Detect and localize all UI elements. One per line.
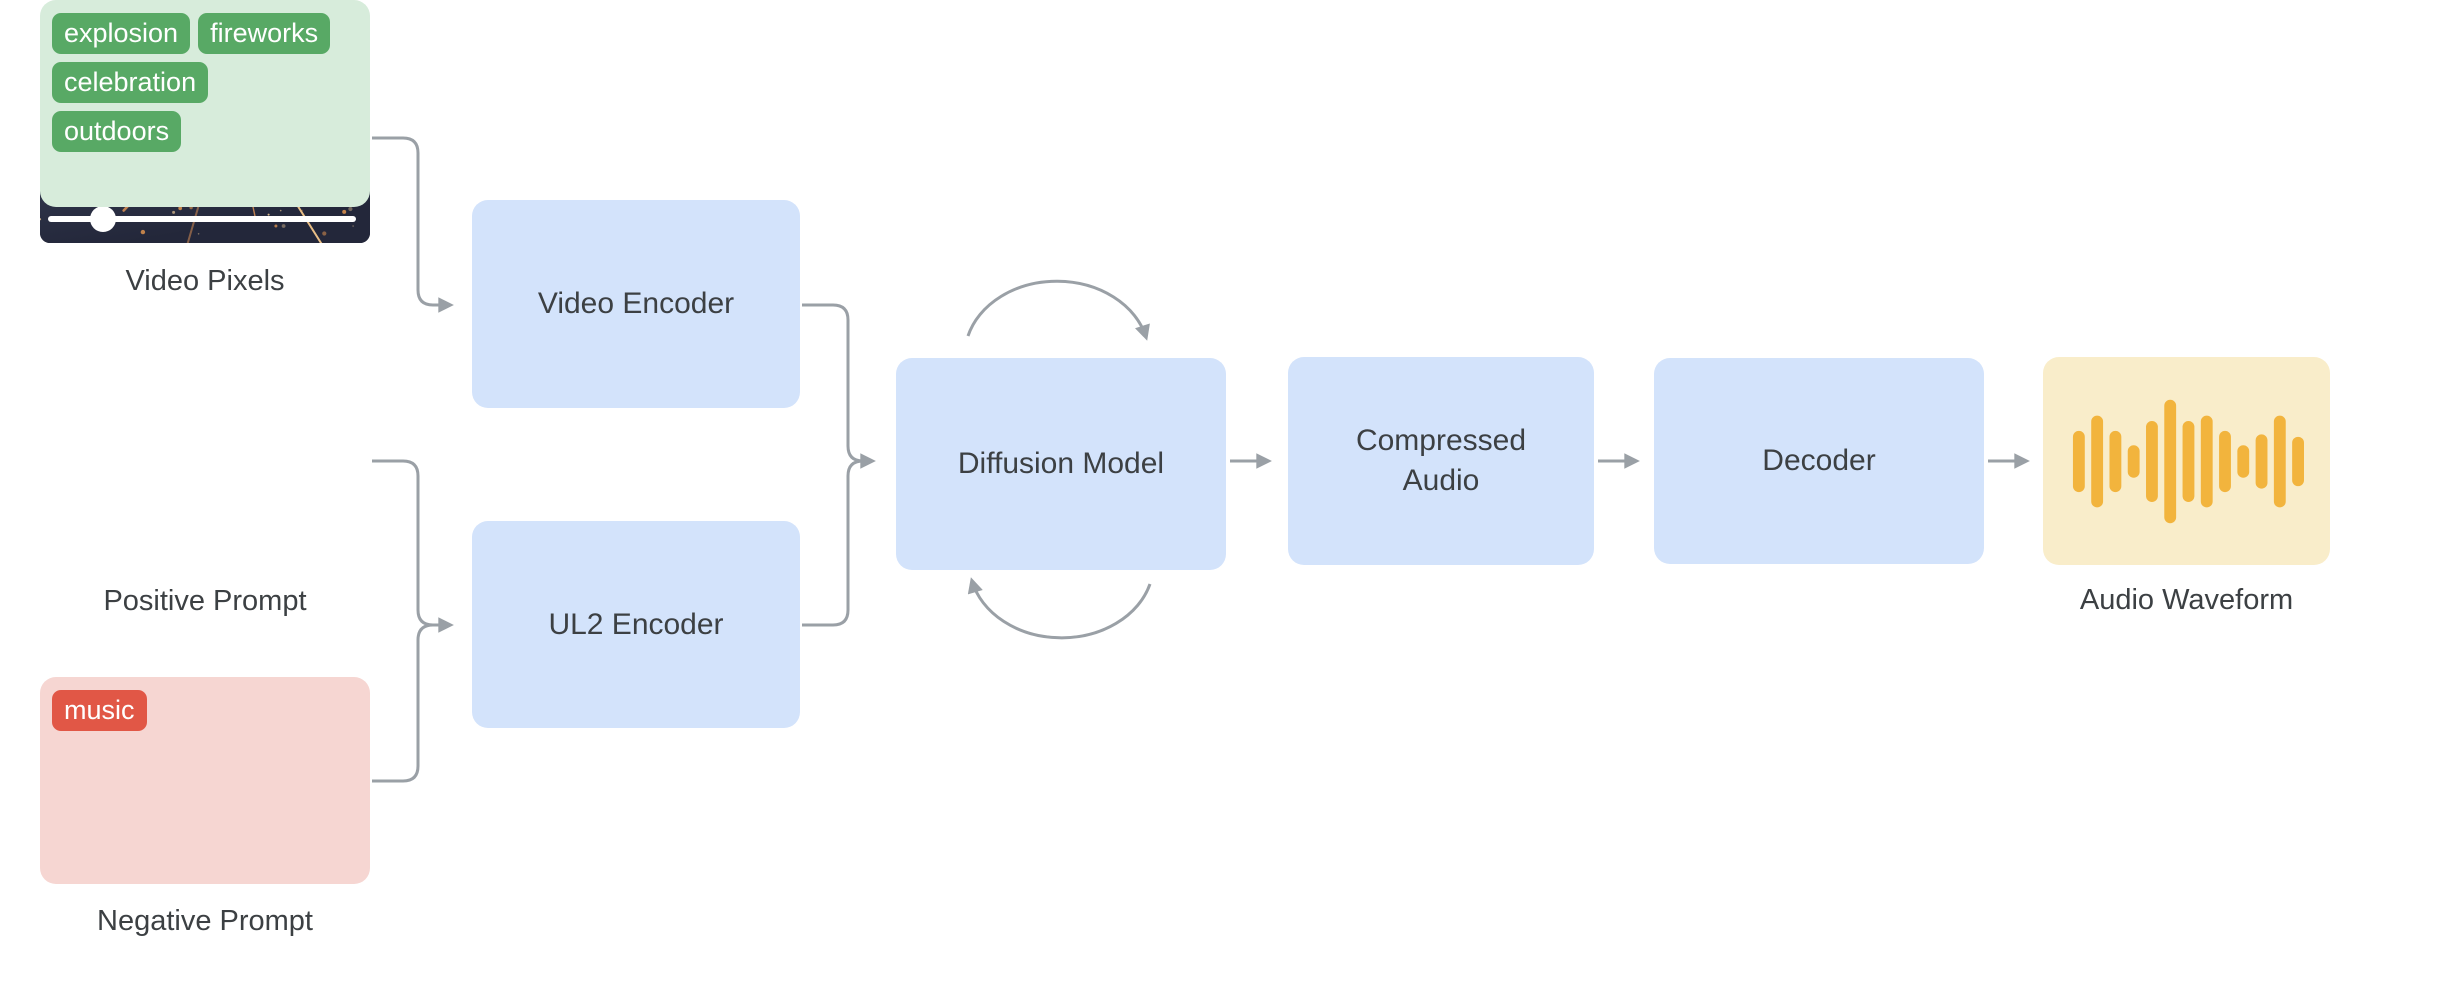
video-progress-bar bbox=[48, 206, 356, 232]
video-progress-knob bbox=[90, 206, 116, 232]
tag-row: outdoors bbox=[52, 111, 358, 152]
connector-ul2-encoder-to-diffusion bbox=[802, 459, 864, 627]
node-label: UL2 Encoder bbox=[548, 607, 724, 641]
tag-row: music bbox=[52, 690, 358, 731]
negative-prompt-box: music bbox=[40, 677, 370, 884]
prompt-tag-celebration: celebration bbox=[52, 62, 209, 103]
prompt-tag-music: music bbox=[52, 690, 147, 731]
node-compressed-audio: Compressed Audio bbox=[1288, 357, 1594, 565]
tag-row: celebration bbox=[52, 62, 358, 103]
node-decoder: Decoder bbox=[1654, 358, 1984, 564]
connector-negative-prompt-to-ul2 bbox=[372, 623, 434, 783]
audio-waveform-icon bbox=[2072, 399, 2304, 523]
node-video-encoder: Video Encoder bbox=[472, 200, 800, 408]
diffusion-loop-top-arrow bbox=[966, 279, 1150, 341]
positive-prompt-label: Positive Prompt bbox=[103, 585, 307, 617]
node-label: Diffusion Model bbox=[957, 447, 1165, 480]
prompt-tag-outdoors: outdoors bbox=[52, 111, 182, 152]
prompt-tag-explosion: explosion bbox=[52, 13, 191, 54]
audio-waveform-label: Audio Waveform bbox=[2079, 584, 2294, 616]
video-pixels-label: Video Pixels bbox=[125, 265, 285, 297]
audio-waveform-box bbox=[2043, 357, 2330, 565]
node-label: Decoder bbox=[1762, 444, 1876, 477]
node-label: Compressed Audio bbox=[1355, 424, 1527, 497]
node-diffusion-model: Diffusion Model bbox=[896, 358, 1226, 570]
connector-video-to-video-encoder bbox=[372, 136, 454, 313]
positive-prompt-box: explosion fireworks celebration outdoors bbox=[40, 0, 370, 207]
prompt-tag-fireworks: fireworks bbox=[198, 13, 331, 54]
node-label: Video Encoder bbox=[537, 287, 735, 320]
negative-prompt-label: Negative Prompt bbox=[97, 905, 313, 937]
diffusion-loop-bottom-arrow bbox=[967, 577, 1152, 640]
node-ul2-encoder: UL2 Encoder bbox=[472, 521, 800, 728]
connector-video-encoder-to-diffusion bbox=[802, 303, 876, 469]
connector-positive-prompt-to-ul2 bbox=[372, 459, 454, 633]
tag-row: explosion fireworks bbox=[52, 13, 358, 54]
